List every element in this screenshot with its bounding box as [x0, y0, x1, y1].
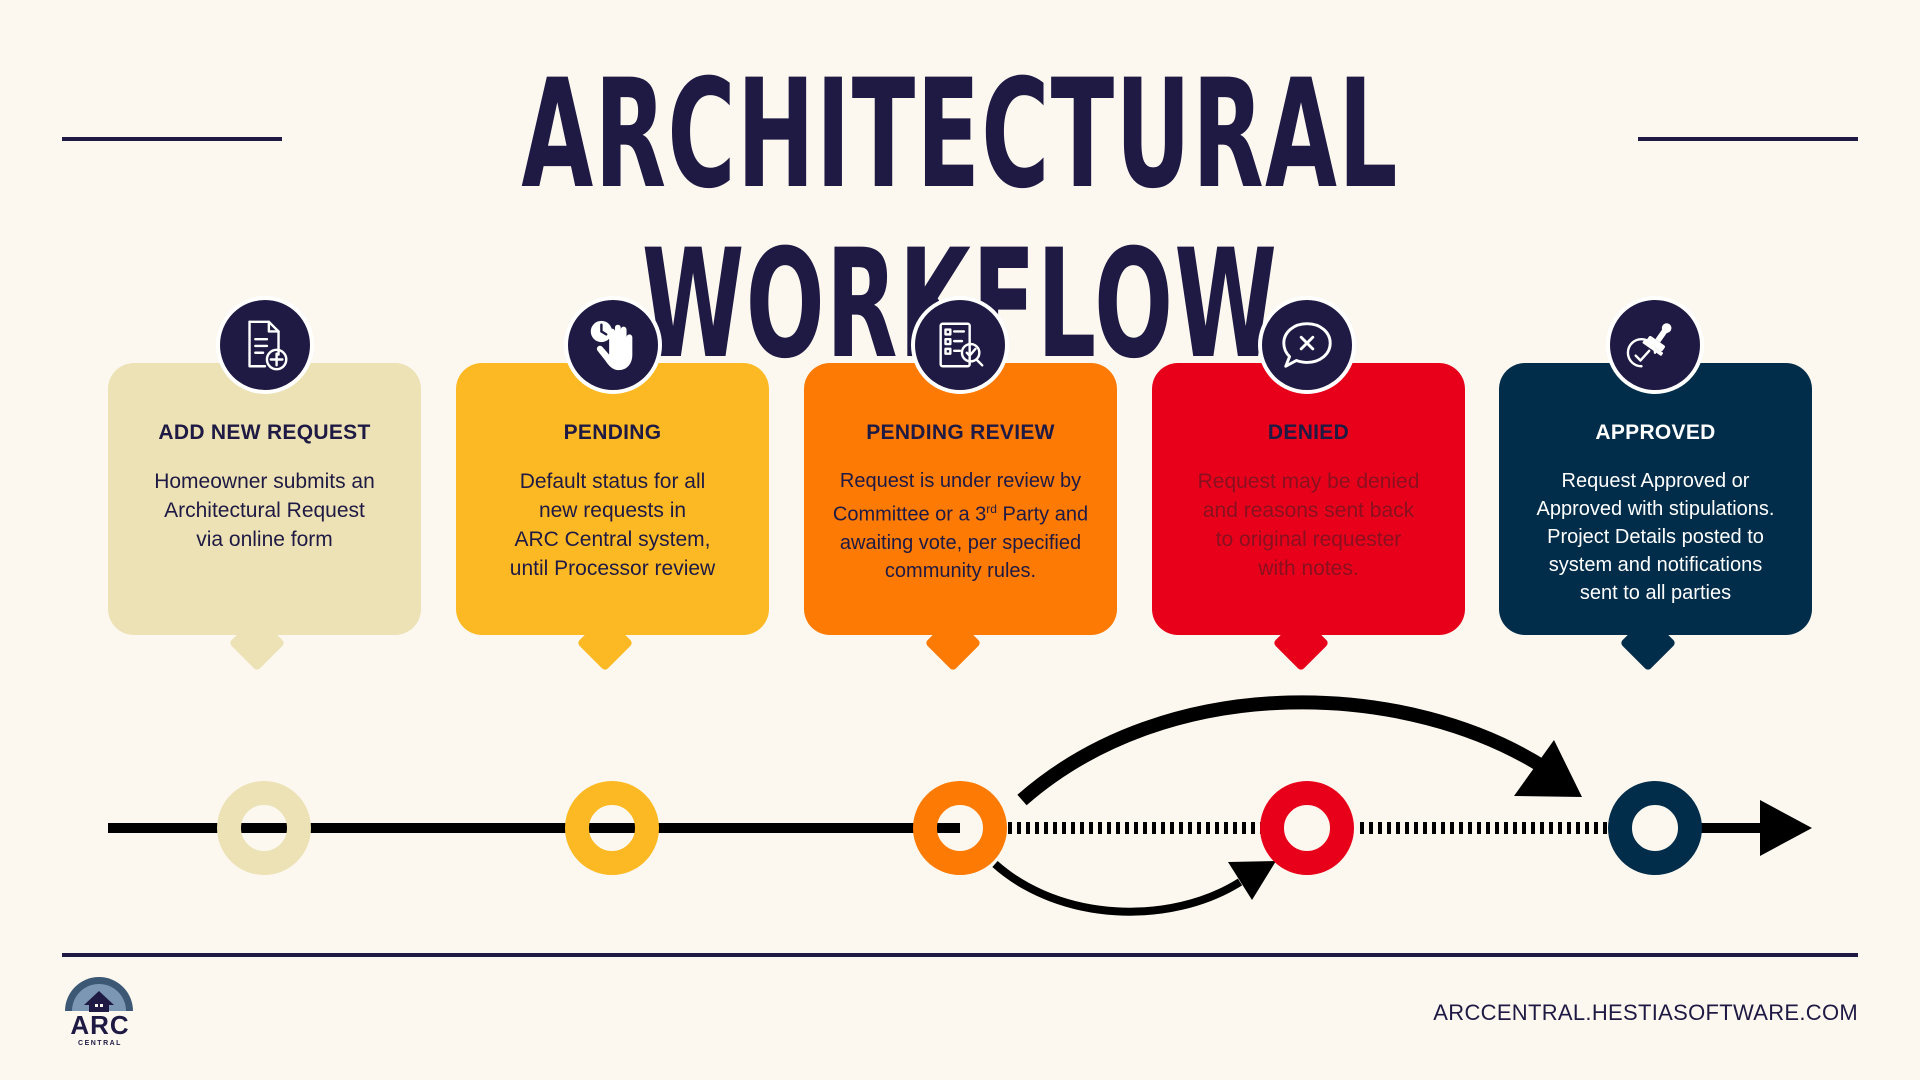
step-card-denied: DENIED Request may be denied and reasons… — [1152, 363, 1465, 672]
website-url: ARCCENTRAL.HESTIASOFTWARE.COM — [1433, 1000, 1858, 1025]
title-rule-left — [62, 137, 282, 141]
curve-arrow-to-approved — [1017, 695, 1552, 806]
arc-central-logo — [65, 977, 133, 1012]
timeline-node-pending — [565, 781, 659, 875]
step-description: Request may be denied and reasons sent b… — [1197, 470, 1420, 580]
step-title: PENDING — [563, 421, 662, 444]
step-title: PENDING REVIEW — [866, 421, 1055, 444]
step-description: Homeowner submits an Architectural Reque… — [154, 470, 375, 551]
step-description: Request is under review by Committee or … — [832, 470, 1089, 582]
step-title: ADD NEW REQUEST — [158, 421, 371, 444]
step-card-pending: PENDING Default status for all new reque… — [456, 363, 769, 672]
step-card-approved: APPROVED Request Approved or Approved wi… — [1499, 363, 1812, 672]
document-add-icon — [216, 296, 314, 394]
timeline-node-approved — [1608, 781, 1702, 875]
logo-name: ARC — [70, 1010, 130, 1040]
clock-hand-stop-icon — [564, 296, 662, 394]
approval-stamp-icon — [1606, 296, 1704, 394]
timeline-node-pending-review — [913, 781, 1007, 875]
footer-rule — [62, 953, 1858, 957]
curve-arrow-to-approved-head — [1514, 740, 1582, 797]
step-card-pending-review: PENDING REVIEW Request is under review b… — [804, 363, 1117, 672]
timeline-node-denied — [1260, 781, 1354, 875]
step-title: APPROVED — [1595, 421, 1716, 444]
checklist-review-icon — [911, 296, 1009, 394]
step-description: Default status for all new requests in A… — [509, 470, 716, 580]
timeline-arrowhead — [1760, 800, 1812, 856]
step-card-add-new-request: ADD NEW REQUEST Homeowner submits an Arc… — [108, 363, 421, 672]
step-description: Request Approved or Approved with stipul… — [1536, 470, 1775, 604]
speech-x-icon — [1258, 296, 1356, 394]
title-rule-right — [1638, 137, 1858, 141]
timeline-node-add-new-request — [217, 781, 311, 875]
step-title: DENIED — [1267, 421, 1350, 444]
curve-arrow-to-denied — [992, 861, 1243, 916]
curve-arrow-to-denied-head — [1228, 861, 1276, 900]
logo-subtitle: CENTRAL — [78, 1040, 122, 1047]
